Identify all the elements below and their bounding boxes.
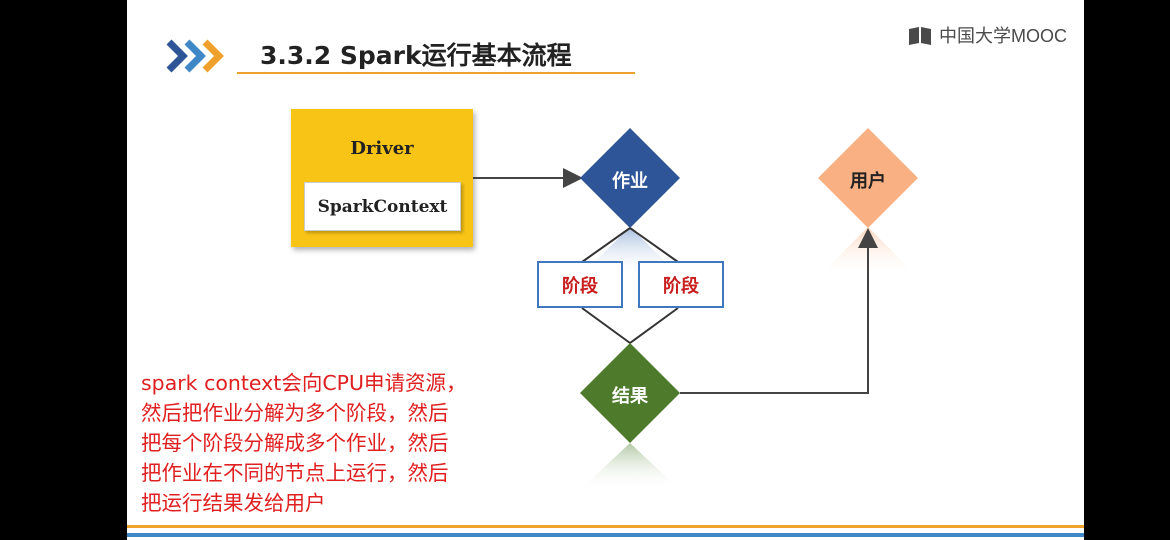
- line-left-stage-result: [581, 307, 631, 344]
- line-job-left-stage: [581, 227, 631, 263]
- title-underline: [237, 72, 635, 74]
- note-line: 然后把作业分解为多个阶段，然后: [141, 401, 449, 425]
- slide: 3.3.2 Spark运行基本流程 中国大学MOOC Driver SparkC…: [127, 0, 1084, 540]
- job-diamond: [580, 128, 680, 228]
- note-line: 把作业在不同的节点上运行，然后: [141, 461, 449, 485]
- user-diamond: [818, 128, 918, 228]
- bottom-divider-blue: [127, 533, 1084, 537]
- flow-diagram: [473, 128, 918, 490]
- annotation-note: spark context会向CPU申请资源， 然后把作业分解为多个阶段，然后 …: [141, 368, 467, 518]
- page-title: 3.3.2 Spark运行基本流程: [260, 41, 572, 70]
- bottom-divider-orange: [127, 525, 1084, 528]
- book-icon: [909, 27, 931, 45]
- user-label: 用户: [850, 171, 886, 192]
- driver-box: Driver SparkContext: [291, 109, 473, 247]
- mooc-logo: 中国大学MOOC: [907, 22, 1067, 48]
- result-reflection: [580, 443, 680, 490]
- logo-text: 中国大学MOOC: [939, 26, 1067, 46]
- result-label: 结果: [612, 386, 648, 407]
- result-diamond: [580, 343, 680, 443]
- chevron-arrows-icon: [166, 39, 224, 73]
- note-line: 把每个阶段分解成多个作业，然后: [141, 431, 449, 455]
- stage-box-1: 阶段: [537, 261, 623, 308]
- line-job-right-stage: [629, 227, 679, 263]
- arrow-result-to-user: [680, 228, 878, 394]
- spark-context-box: SparkContext: [304, 182, 461, 231]
- line-right-stage-result: [629, 307, 679, 344]
- stage-box-2: 阶段: [638, 261, 724, 308]
- driver-label: Driver: [350, 138, 414, 159]
- job-label: 作业: [612, 171, 648, 192]
- note-line: 把运行结果发给用户: [141, 491, 326, 515]
- note-line: spark context会向CPU申请资源，: [141, 371, 467, 395]
